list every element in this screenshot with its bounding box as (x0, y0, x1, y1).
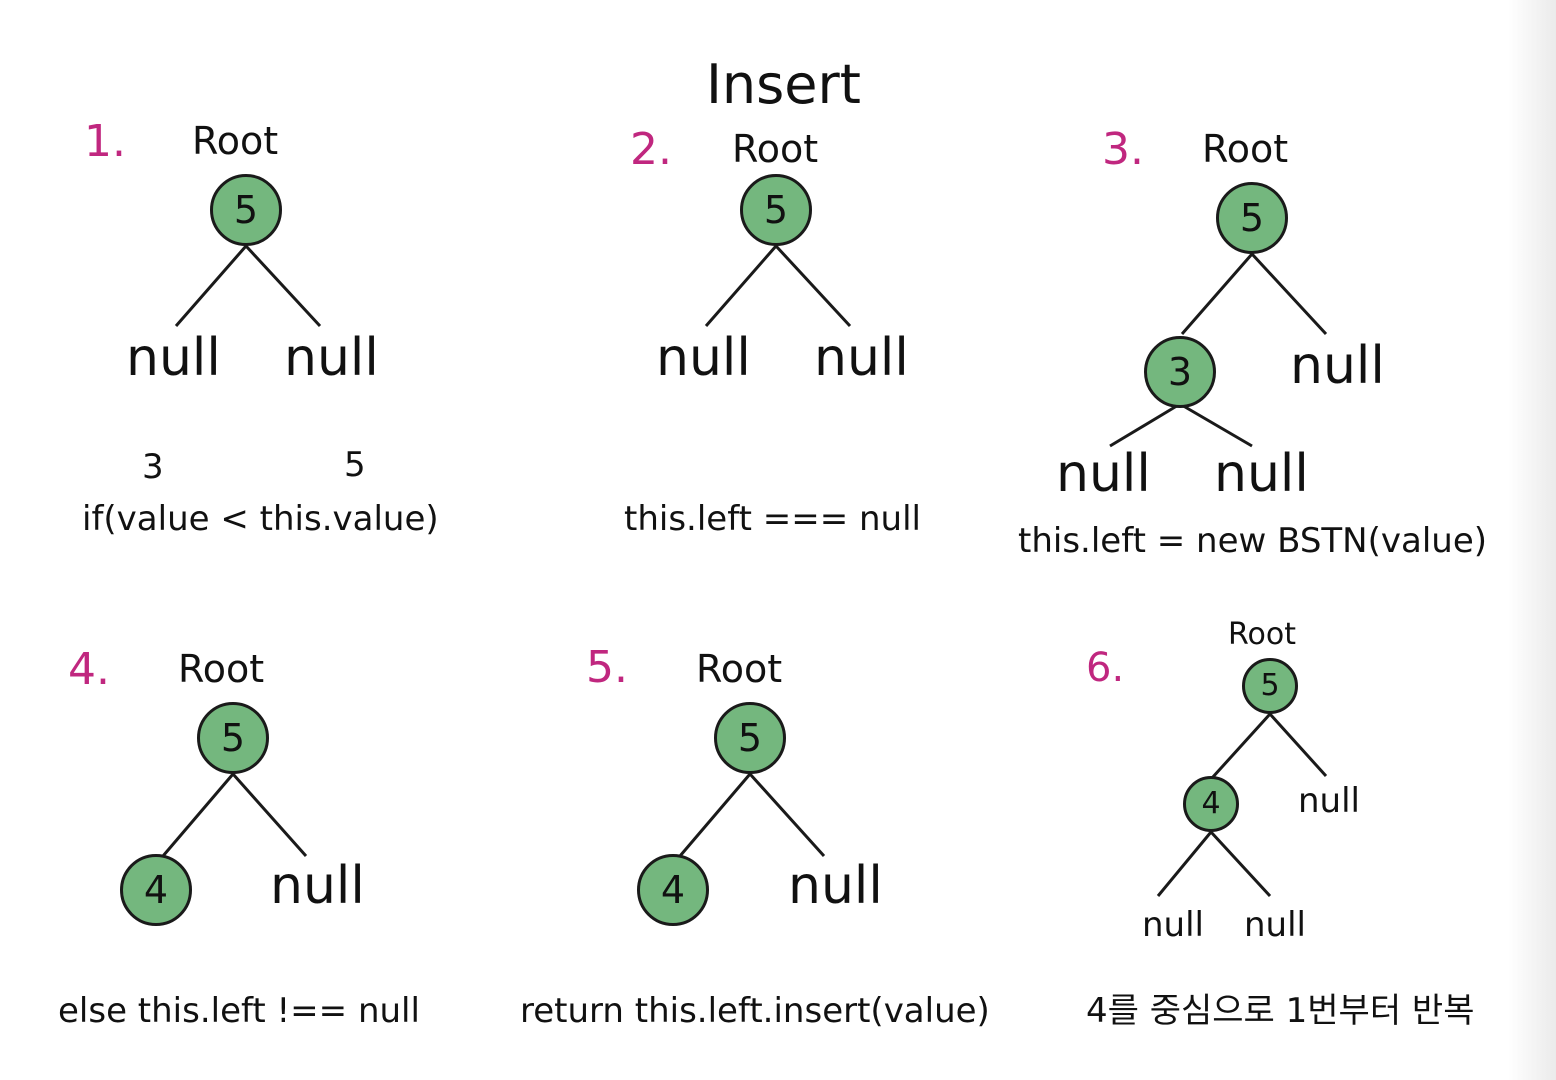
null-left-left: null (1056, 444, 1151, 504)
right-edge-shadow (1508, 0, 1556, 1080)
null-right: null (284, 328, 379, 388)
compare-node-label: 5 (344, 445, 366, 485)
edge-2-root-left (704, 245, 778, 327)
edge-3-child-right (1179, 402, 1253, 448)
compare-value-label: 3 (142, 447, 164, 487)
edge-2-root-right (774, 244, 852, 328)
code-line: this.left = new BSTN(value) (1018, 521, 1488, 561)
code-line: if(value < this.value) (82, 499, 439, 539)
edge-3-root-right (1250, 252, 1328, 336)
edge-5-root-left (678, 773, 752, 857)
edge-6-child-left (1156, 831, 1213, 897)
code-line: this.left === null (624, 499, 921, 539)
null-right: null (788, 856, 883, 916)
edge-4-root-left (161, 773, 235, 857)
step-number: 2. (630, 124, 672, 175)
tree-node-root: 5 (1242, 658, 1298, 714)
edge-4-root-right (231, 773, 308, 857)
diagram-title: Insert (706, 53, 861, 116)
tree-node-left: 4 (1183, 776, 1239, 832)
null-left-right: null (1244, 905, 1306, 945)
step-number: 4. (68, 644, 110, 695)
edge-6-root-right (1268, 712, 1328, 778)
step-number: 6. (1086, 645, 1125, 691)
step-number: 3. (1102, 124, 1144, 175)
edge-3-root-left (1180, 253, 1254, 335)
code-line: else this.left !== null (58, 991, 420, 1031)
tree-node-root: 5 (210, 174, 282, 246)
edge-3-child-left (1109, 402, 1181, 448)
null-left-left: null (1142, 905, 1204, 945)
null-right: null (814, 328, 909, 388)
null-left-right: null (1214, 444, 1309, 504)
tree-node-root: 5 (1216, 182, 1288, 254)
root-label: Root (732, 127, 819, 171)
edge-5-root-right (748, 772, 826, 858)
tree-node-root: 5 (714, 702, 786, 774)
step-number: 5. (586, 642, 628, 693)
root-label: Root (178, 647, 265, 691)
tree-node-left: 4 (120, 854, 192, 926)
root-label: Root (1228, 617, 1296, 652)
root-label: Root (696, 647, 783, 691)
null-right: null (1290, 336, 1385, 396)
tree-node-root: 5 (197, 702, 269, 774)
edge-6-child-right (1209, 830, 1272, 898)
null-right: null (270, 856, 365, 916)
step-number: 1. (84, 116, 126, 167)
tree-node-left: 3 (1144, 336, 1216, 408)
null-left: null (656, 328, 751, 388)
null-right: null (1298, 781, 1360, 821)
null-left: null (126, 328, 221, 388)
tree-node-left: 4 (637, 854, 709, 926)
code-line: 4를 중심으로 1번부터 반복 (1086, 991, 1475, 1031)
root-label: Root (192, 119, 279, 163)
edge-6-root-left (1210, 712, 1272, 780)
root-label: Root (1202, 127, 1289, 171)
tree-node-root: 5 (740, 174, 812, 246)
edge-1-root-right (244, 244, 322, 328)
edge-1-root-left (174, 245, 248, 327)
code-line: return this.left.insert(value) (520, 991, 990, 1031)
